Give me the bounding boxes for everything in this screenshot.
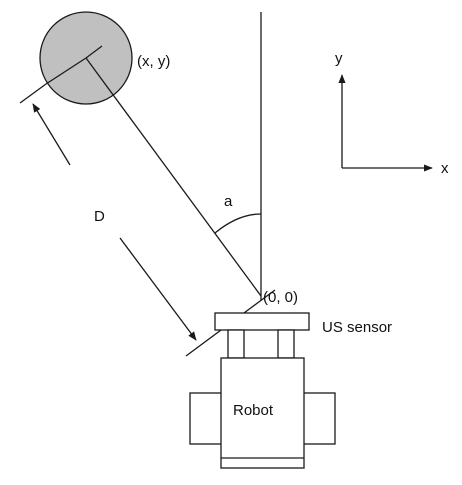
distance-dimension-lower: [119, 237, 197, 341]
robot-body: [220, 357, 305, 469]
robot-label: Robot: [233, 402, 274, 419]
robot-right-wheel: [302, 392, 336, 445]
angle-arc: [214, 213, 262, 234]
target-center-tick: [85, 45, 103, 59]
target-point-label: (x, y): [137, 53, 170, 70]
us-sensor-plate: [214, 312, 310, 331]
y-axis-label: y: [335, 50, 343, 67]
target-radius-line: [45, 57, 87, 85]
us-sensor-mount-right: [277, 329, 295, 359]
us-sensor-label: US sensor: [322, 319, 392, 336]
origin-label: (0, 0): [263, 289, 298, 306]
us-sensor-mount-left: [227, 329, 245, 359]
line-of-sight: [85, 57, 262, 297]
distance-dimension-upper: [32, 103, 71, 166]
distance-start-tick: [19, 83, 47, 104]
x-axis-label: x: [441, 160, 449, 177]
robot-left-wheel: [189, 392, 223, 445]
angle-label: a: [224, 193, 233, 210]
distance-label: D: [94, 208, 105, 225]
